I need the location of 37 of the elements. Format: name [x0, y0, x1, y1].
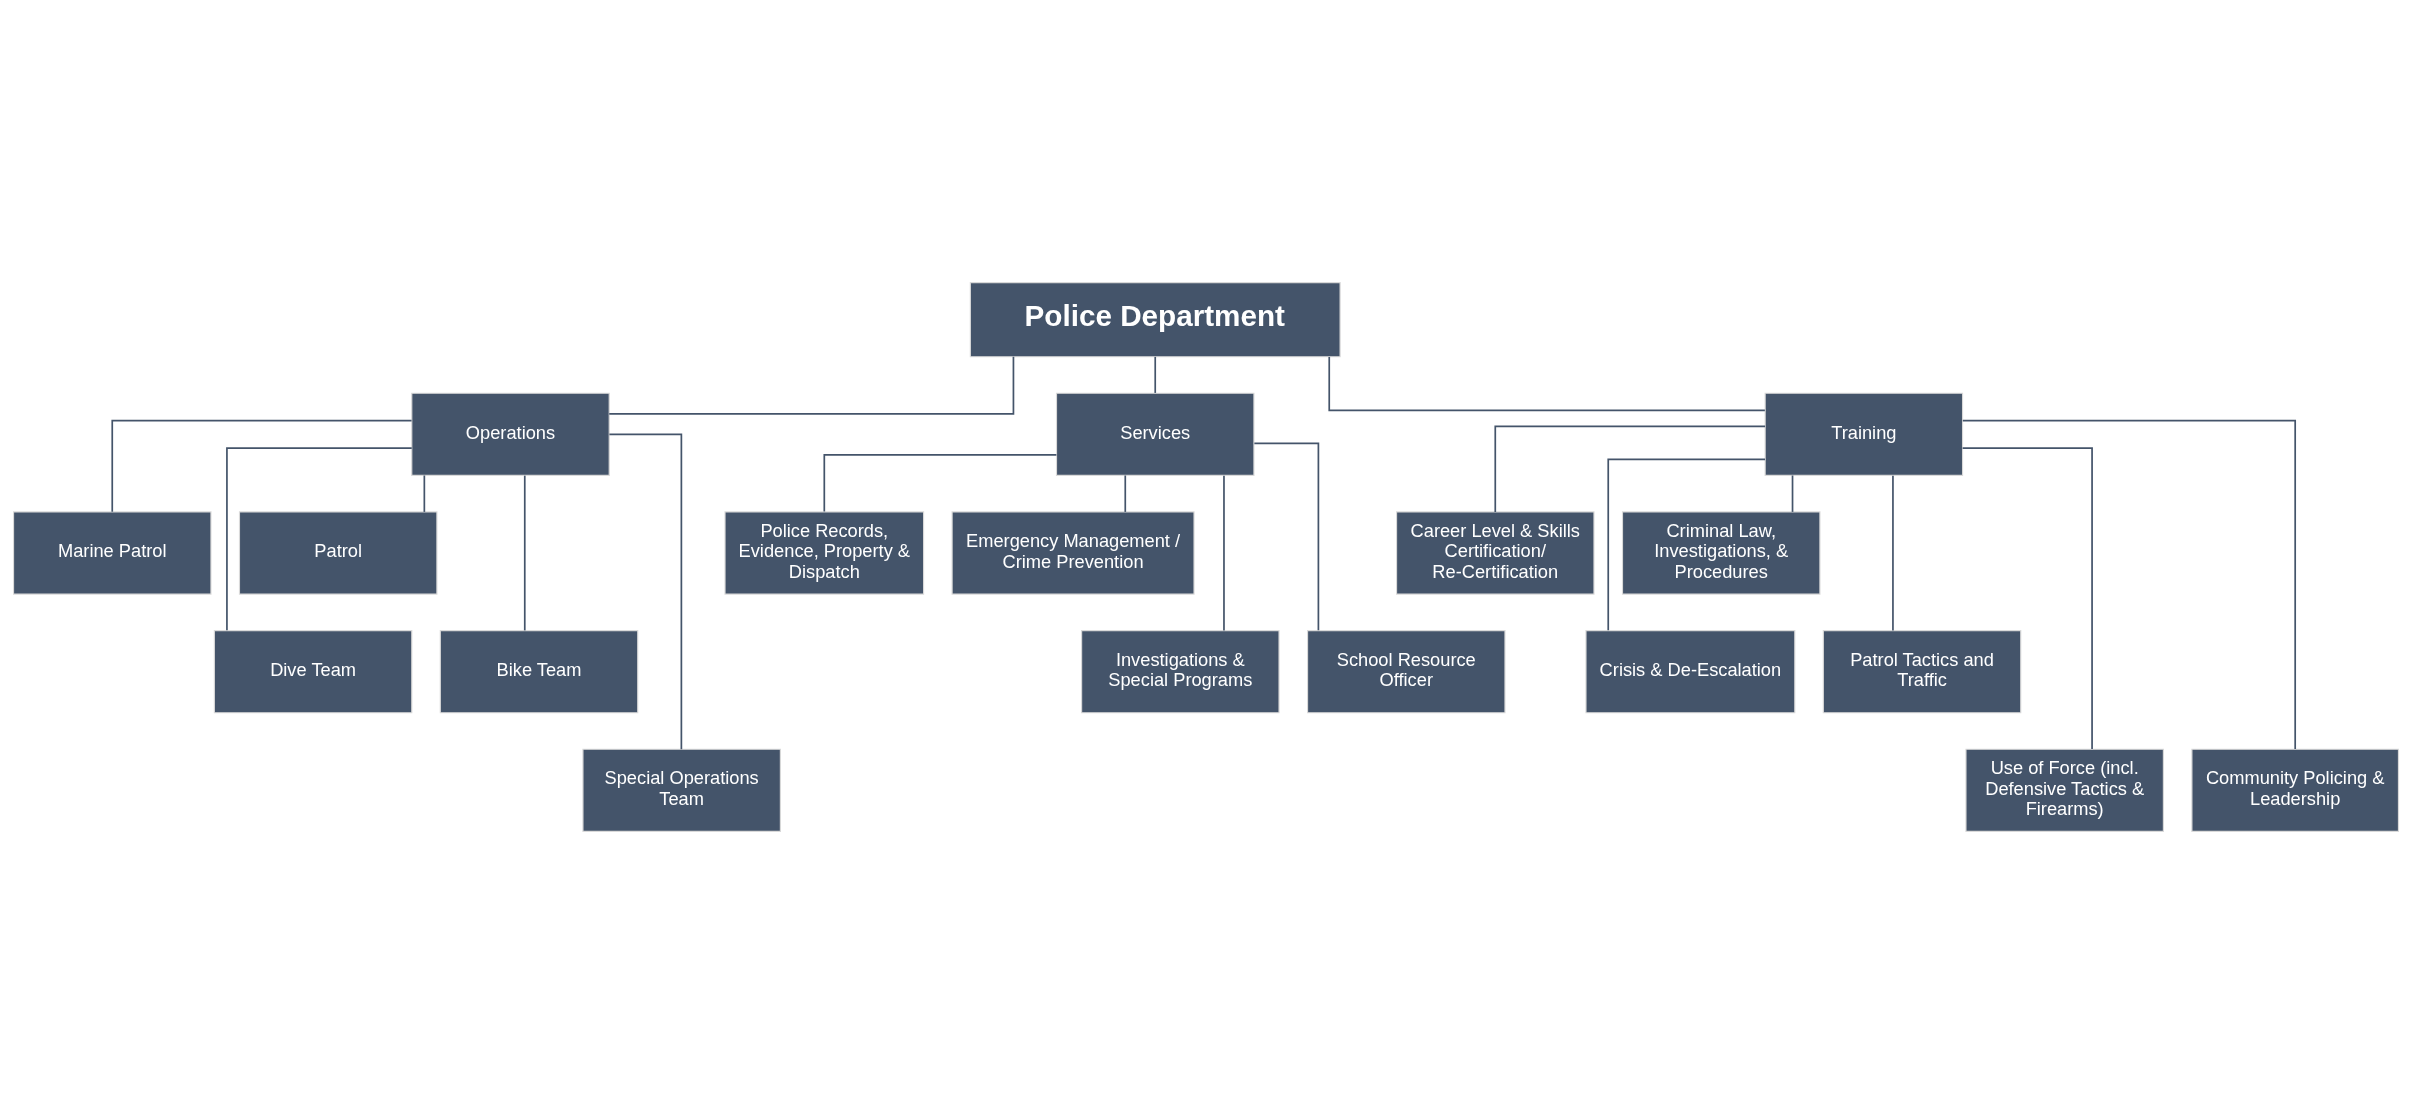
- node-box: Services: [1055, 392, 1255, 476]
- connector: [111, 419, 413, 513]
- node-box: Criminal Law, Investigations, & Procedures: [1621, 511, 1821, 595]
- connector: [1892, 474, 1894, 632]
- connector: [1494, 425, 1766, 513]
- connector: [608, 356, 1015, 415]
- connector: [523, 474, 526, 632]
- connector: [1253, 442, 1320, 632]
- connector: [1607, 458, 1766, 632]
- node-box: Dive Team: [213, 630, 413, 714]
- connector: [423, 474, 426, 513]
- connector: [1124, 474, 1127, 513]
- connector: [608, 433, 683, 750]
- node-box: Career Level & Skills Certification/ Re-Certification: [1396, 511, 1595, 595]
- connector: [1961, 447, 2093, 750]
- node-box: Community Policing & Leadership: [2191, 748, 2399, 832]
- node-box: Special Operations Team: [582, 748, 781, 832]
- node-box: Bike Team: [439, 630, 639, 714]
- connector: [1961, 419, 2297, 750]
- node-box: Operations: [411, 392, 610, 476]
- node-box: Training: [1764, 392, 1964, 476]
- connector: [226, 447, 413, 631]
- connector: [823, 454, 1058, 513]
- node-box: Emergency Management / Crime Prevention: [951, 511, 1195, 595]
- node-box: School Resource Officer: [1307, 630, 1506, 714]
- node-box: Police Department: [969, 282, 1341, 358]
- node-box: Investigations & Special Programs: [1081, 630, 1280, 714]
- connector: [1328, 356, 1766, 412]
- connector: [1791, 474, 1794, 513]
- connector: [1154, 356, 1157, 394]
- node-box: Crisis & De-Escalation: [1585, 630, 1796, 714]
- node-box: Patrol Tactics and Traffic: [1822, 630, 2022, 714]
- connector: [1223, 474, 1225, 632]
- node-box: Patrol: [238, 511, 438, 595]
- node-box: Marine Patrol: [13, 511, 212, 595]
- node-box: Police Records, Evidence, Property & Dispatch: [724, 511, 925, 595]
- node-box: Use of Force (incl. Defensive Tactics & Firearms): [1965, 748, 2164, 832]
